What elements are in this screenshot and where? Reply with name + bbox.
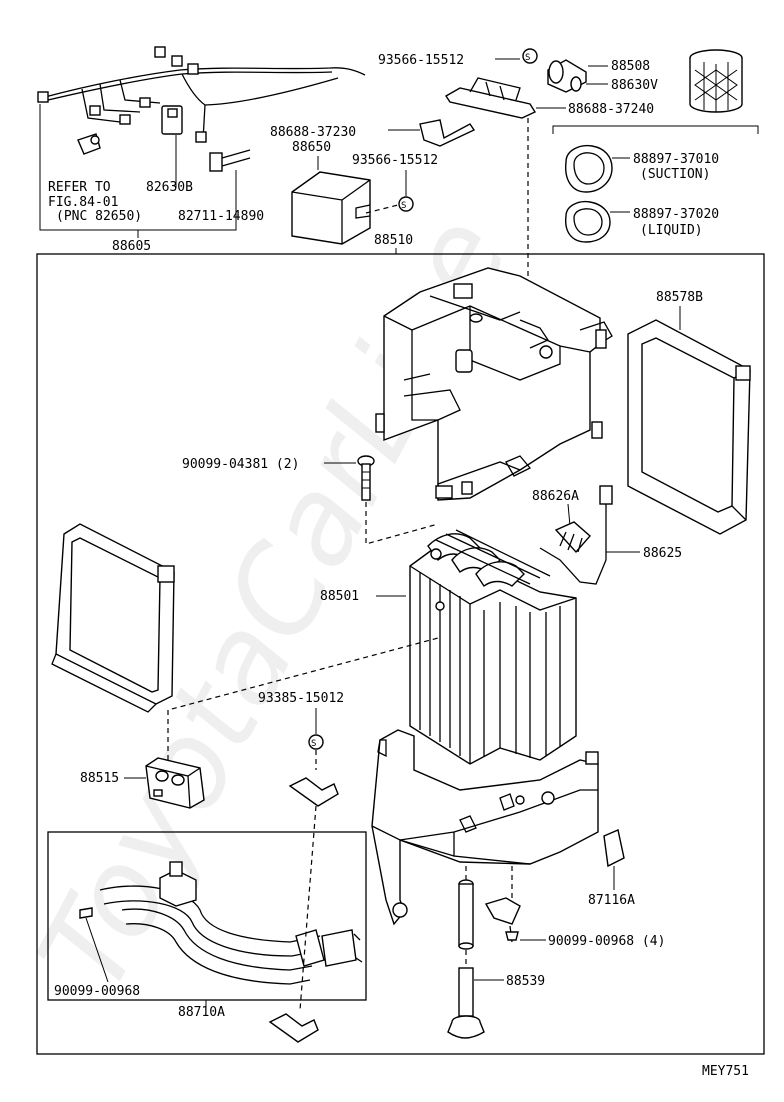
- upper-case: [375, 267, 613, 501]
- bolt-90099-04381: [357, 455, 375, 501]
- label-88688-37240: 88688-37240: [568, 102, 654, 117]
- label-93566-15512-a: 93566-15512: [378, 53, 464, 68]
- svg-text:S: S: [311, 739, 316, 749]
- screw-s-mark-b: [398, 196, 414, 212]
- label-88626a: 88626A: [532, 489, 579, 504]
- label-87116a: 87116A: [588, 893, 635, 908]
- label-88630v: 88630V: [611, 78, 658, 93]
- bracket-88688-37230: [419, 119, 476, 147]
- clip-lower: [268, 1013, 319, 1043]
- pipe-assembly-box-88710a: [47, 831, 367, 1001]
- label-90099-00968-4: 90099-00968 (4): [548, 934, 665, 949]
- clip-87116a: [603, 829, 625, 868]
- filter-cylinder: [689, 49, 743, 113]
- label-93385-15012: 93385-15012: [258, 691, 344, 706]
- label-liquid: (LIQUID): [640, 223, 703, 238]
- thermistor-88625: [539, 485, 613, 585]
- label-88897-37010: 88897-37010: [633, 152, 719, 167]
- evaporator-88501: [409, 529, 577, 765]
- cap-88508: [547, 59, 587, 93]
- label-refer-fig: FIG.84-01: [48, 195, 118, 210]
- screw-s-mark-a: [522, 48, 538, 64]
- label-88710a: 88710A: [178, 1005, 225, 1020]
- label-88650: 88650: [292, 140, 331, 155]
- clip-upper: [288, 777, 339, 807]
- label-88539: 88539: [506, 974, 545, 989]
- label-88625: 88625: [643, 546, 682, 561]
- label-88605: 88605: [112, 239, 151, 254]
- main-assembly-frame: [36, 253, 765, 1055]
- oring-group-bracket: [552, 125, 759, 134]
- label-88508: 88508: [611, 59, 650, 74]
- drain-hose-88539: [447, 879, 485, 1039]
- label-90099-04381: 90099-04381 (2): [182, 457, 299, 472]
- label-82630b: 82630B: [146, 180, 193, 195]
- label-90099-00968: 90099-00968: [54, 984, 140, 999]
- label-refer-to: REFER TO: [48, 180, 111, 195]
- amplifier-88650: [291, 171, 371, 245]
- screw-90099-00968: [79, 907, 93, 919]
- lower-case: [371, 729, 599, 926]
- wire-harness-88605: [37, 46, 366, 172]
- expansion-valve-88515: [145, 757, 205, 809]
- label-88510: 88510: [374, 233, 413, 248]
- label-88515: 88515: [80, 771, 119, 786]
- figure-code: MEY751: [702, 1064, 749, 1079]
- label-88578b: 88578B: [656, 290, 703, 305]
- svg-text:S: S: [525, 53, 530, 63]
- label-82711-14890: 82711-14890: [178, 209, 264, 224]
- screw-90099-00968-4: [505, 931, 519, 941]
- label-refer-pnc: (PNC 82650): [56, 209, 142, 224]
- bracket-88688-37240: [445, 77, 537, 119]
- svg-text:S: S: [401, 201, 406, 211]
- screw-s-mark-c: [308, 734, 324, 750]
- bracket-small: [484, 897, 521, 925]
- seal-frame-88578b: [627, 319, 751, 535]
- pipe-88710a: [99, 861, 363, 985]
- seal-frame-left: [51, 523, 175, 713]
- label-88501: 88501: [320, 589, 359, 604]
- label-93566-15512-b: 93566-15512: [352, 153, 438, 168]
- label-88688-37230: 88688-37230: [270, 125, 356, 140]
- label-88897-37020: 88897-37020: [633, 207, 719, 222]
- label-suction: (SUCTION): [640, 167, 710, 182]
- oring-suction: [565, 144, 613, 193]
- oring-liquid: [565, 200, 611, 243]
